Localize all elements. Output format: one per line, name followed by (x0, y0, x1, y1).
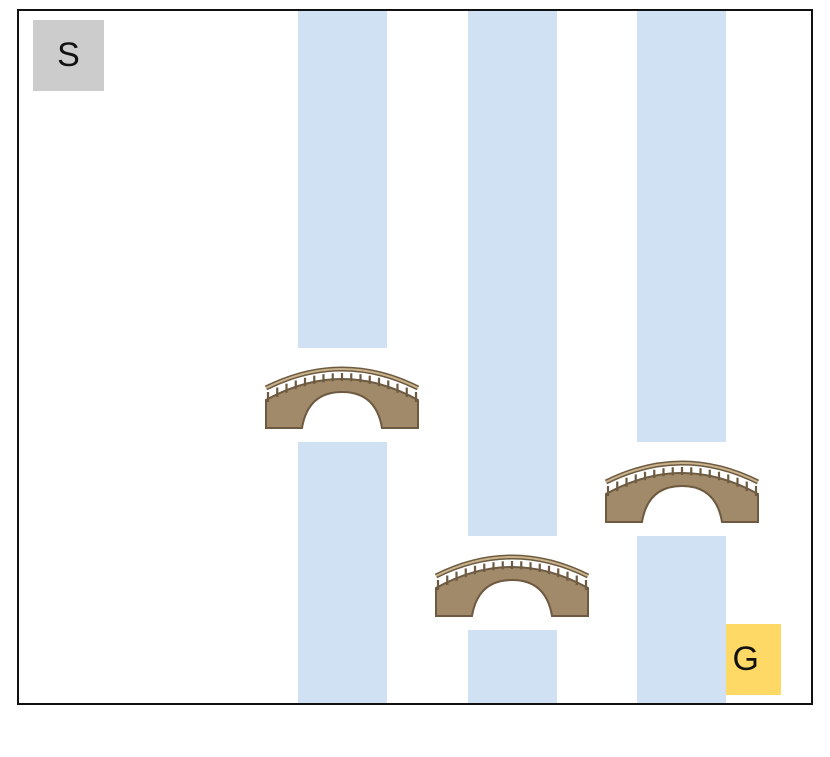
game-board: S G (17, 9, 813, 705)
river-segment-upper (467, 11, 557, 536)
river-segment-lower (297, 442, 387, 703)
start-label: S (57, 36, 80, 74)
river-segment-upper (297, 11, 387, 348)
goal-label: G (732, 640, 759, 678)
bridge-icon[interactable] (434, 546, 590, 618)
bridge-icon[interactable] (604, 452, 760, 524)
bridge-icon[interactable] (264, 358, 420, 430)
river-segment-upper (637, 11, 727, 442)
river-segment-lower (637, 536, 727, 703)
river-segment-lower (467, 630, 557, 703)
start-tile[interactable]: S (33, 20, 104, 91)
